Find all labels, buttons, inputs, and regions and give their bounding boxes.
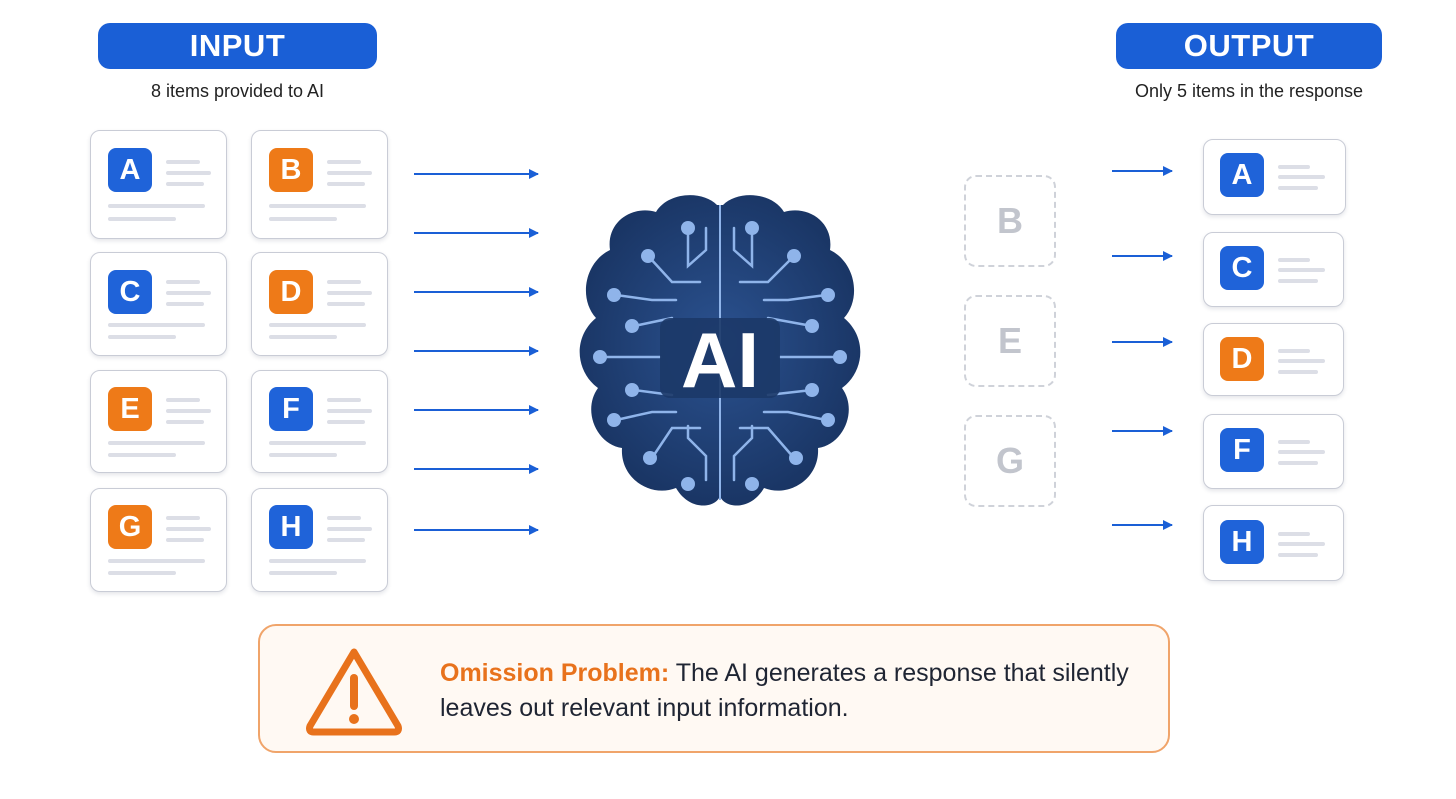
warning-title: Omission Problem: [440, 659, 670, 687]
item-badge: C [108, 270, 152, 314]
input-card: G [90, 488, 227, 592]
item-badge: C [1220, 246, 1264, 290]
item-badge: E [108, 387, 152, 431]
input-card: F [251, 370, 388, 473]
warning-box: Omission Problem: The AI generates a res… [258, 624, 1170, 753]
input-card: C [90, 252, 227, 356]
item-badge: F [269, 387, 313, 431]
input-header: INPUT [98, 23, 377, 69]
item-badge: D [269, 270, 313, 314]
output-subtitle: Only 5 items in the response [1134, 81, 1364, 101]
output-card: A [1203, 139, 1346, 215]
output-card: D [1203, 323, 1344, 396]
item-badge: A [108, 148, 152, 192]
item-badge: H [1220, 520, 1264, 564]
input-card: A [90, 130, 227, 239]
item-badge: H [269, 505, 313, 549]
item-badge: B [269, 148, 313, 192]
ai-label: AI [681, 316, 759, 404]
input-card: B [251, 130, 388, 239]
omitted-item: B [964, 175, 1056, 267]
output-header: OUTPUT [1116, 23, 1382, 69]
input-card: E [90, 370, 227, 473]
output-arrows [1112, 166, 1173, 530]
omitted-item: G [964, 415, 1056, 507]
output-card: C [1203, 232, 1344, 307]
input-card: D [251, 252, 388, 356]
input-arrows [414, 169, 539, 535]
input-card: H [251, 488, 388, 592]
omitted-item: E [964, 295, 1056, 387]
item-badge: A [1220, 153, 1264, 197]
item-badge: G [108, 505, 152, 549]
input-subtitle: 8 items provided to AI [150, 81, 325, 101]
item-badge: F [1220, 428, 1264, 472]
warning-triangle-icon [306, 648, 402, 736]
warning-message: Omission Problem: The AI generates a res… [440, 656, 1140, 726]
output-card: F [1203, 414, 1344, 489]
output-card: H [1203, 505, 1344, 581]
warning-text: The AI generates a response that silentl… [440, 659, 1129, 722]
item-badge: D [1220, 337, 1264, 381]
